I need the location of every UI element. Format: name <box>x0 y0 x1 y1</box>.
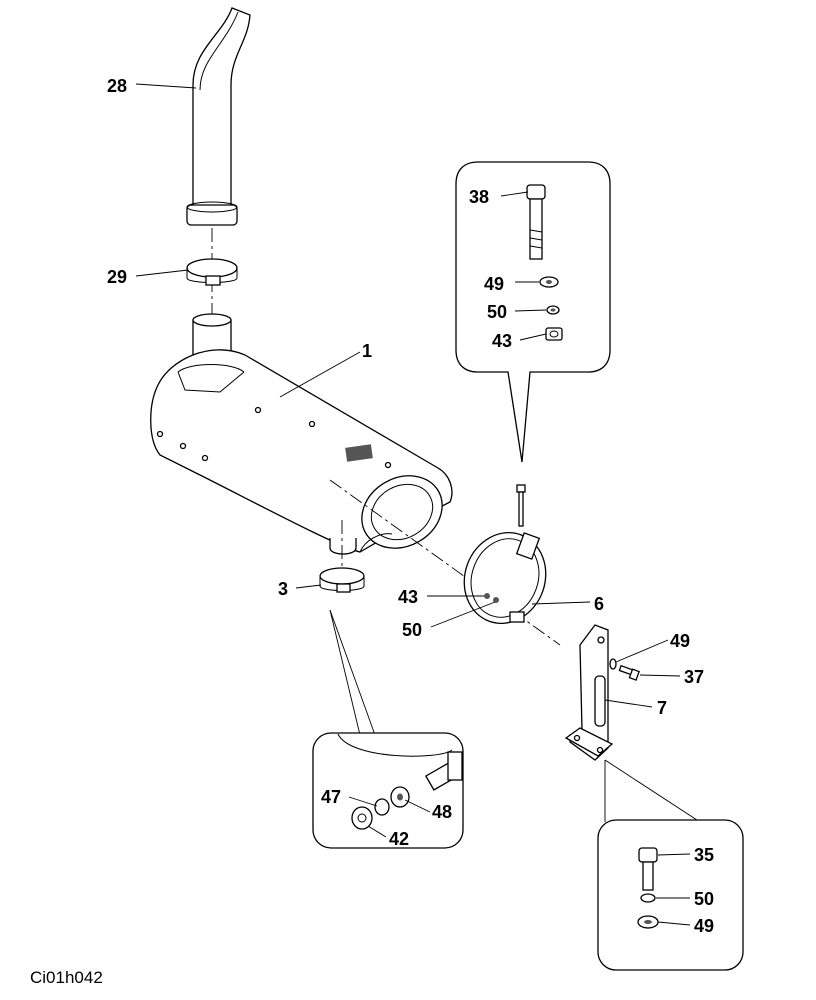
callout-1: 1 <box>362 341 372 361</box>
clamp-part-3 <box>319 567 365 593</box>
callout-47: 47 <box>321 787 341 807</box>
callout-3: 3 <box>278 579 288 599</box>
detail-bubble-center <box>312 732 464 849</box>
detail-bubble-bottom-right <box>597 819 744 971</box>
muffler-part-1 <box>150 313 453 555</box>
callout-35: 35 <box>694 845 714 865</box>
callout-43-clamp: 43 <box>398 587 418 607</box>
bracket-bolt-37 <box>609 658 640 681</box>
bracket-part-7 <box>564 624 614 761</box>
callout-42: 42 <box>389 829 409 849</box>
callout-49-detail: 49 <box>694 916 714 936</box>
callout-7: 7 <box>657 698 667 718</box>
callout-50-top: 50 <box>487 302 507 322</box>
detail-bubble-top <box>455 161 611 463</box>
callout-49-top: 49 <box>484 274 504 294</box>
band-clamp-part-6 <box>463 532 547 624</box>
callout-50-clamp: 50 <box>402 620 422 640</box>
leader-lines <box>135 83 691 926</box>
callout-49-bracket: 49 <box>670 631 690 651</box>
callout-37: 37 <box>684 667 704 687</box>
callout-28: 28 <box>107 76 127 96</box>
callout-29: 29 <box>107 267 127 287</box>
tailpipe-part-28 <box>186 7 251 226</box>
callout-48: 48 <box>432 802 452 822</box>
callout-43-top: 43 <box>492 331 512 351</box>
clamp-bolt <box>516 484 526 527</box>
callout-50-detail: 50 <box>694 889 714 909</box>
clamp-part-29 <box>186 258 238 286</box>
callout-6: 6 <box>594 594 604 614</box>
drawing-reference: Ci01h042 <box>30 968 103 987</box>
callout-38: 38 <box>469 187 489 207</box>
